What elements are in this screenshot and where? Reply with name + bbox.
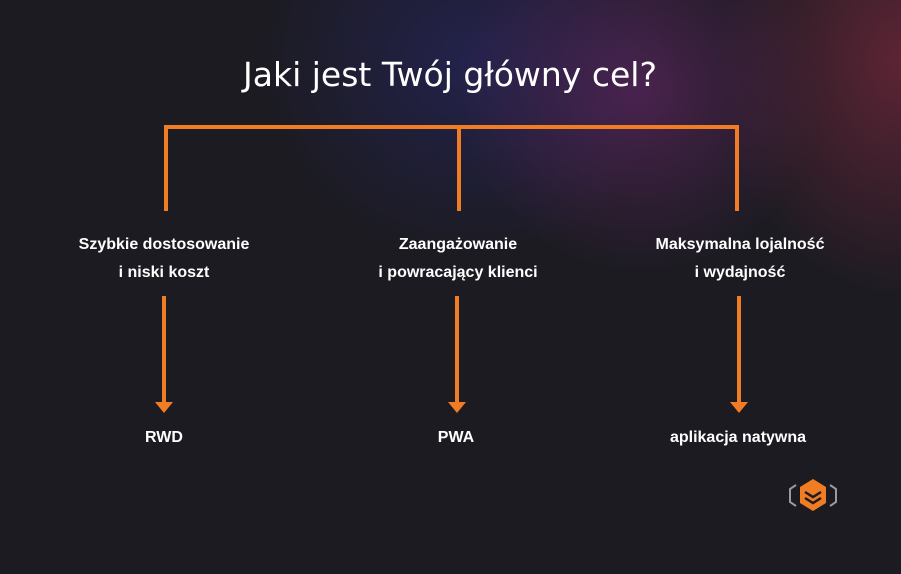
result-pwa: PWA (437, 429, 475, 446)
result-rwd: RWD (145, 429, 183, 446)
goal-line: i niski koszt (118, 264, 210, 281)
goal-line: i wydajność (694, 264, 786, 281)
hexagon-stack-logo (789, 479, 837, 511)
goal-label-pwa: Zaangażowanie i powracający klienci (378, 231, 537, 287)
goal-label-native: Maksymalna lojalność i wydajność (656, 231, 825, 287)
branch-line (164, 125, 739, 211)
goal-line: Maksymalna lojalność (655, 236, 825, 253)
goal-line: i powracający klienci (378, 264, 538, 281)
page-title: Jaki jest Twój główny cel? (243, 55, 657, 94)
result-native-app: aplikacja natywna (669, 429, 807, 446)
arrow-head-icon (730, 402, 748, 413)
goal-label-rwd: Szybkie dostosowanie i niski koszt (79, 231, 250, 287)
arrow-head-icon (448, 402, 466, 413)
goal-line: Szybkie dostosowanie (78, 236, 250, 253)
arrow-head-icon (155, 402, 173, 413)
goal-line: Zaangażowanie (398, 236, 518, 253)
